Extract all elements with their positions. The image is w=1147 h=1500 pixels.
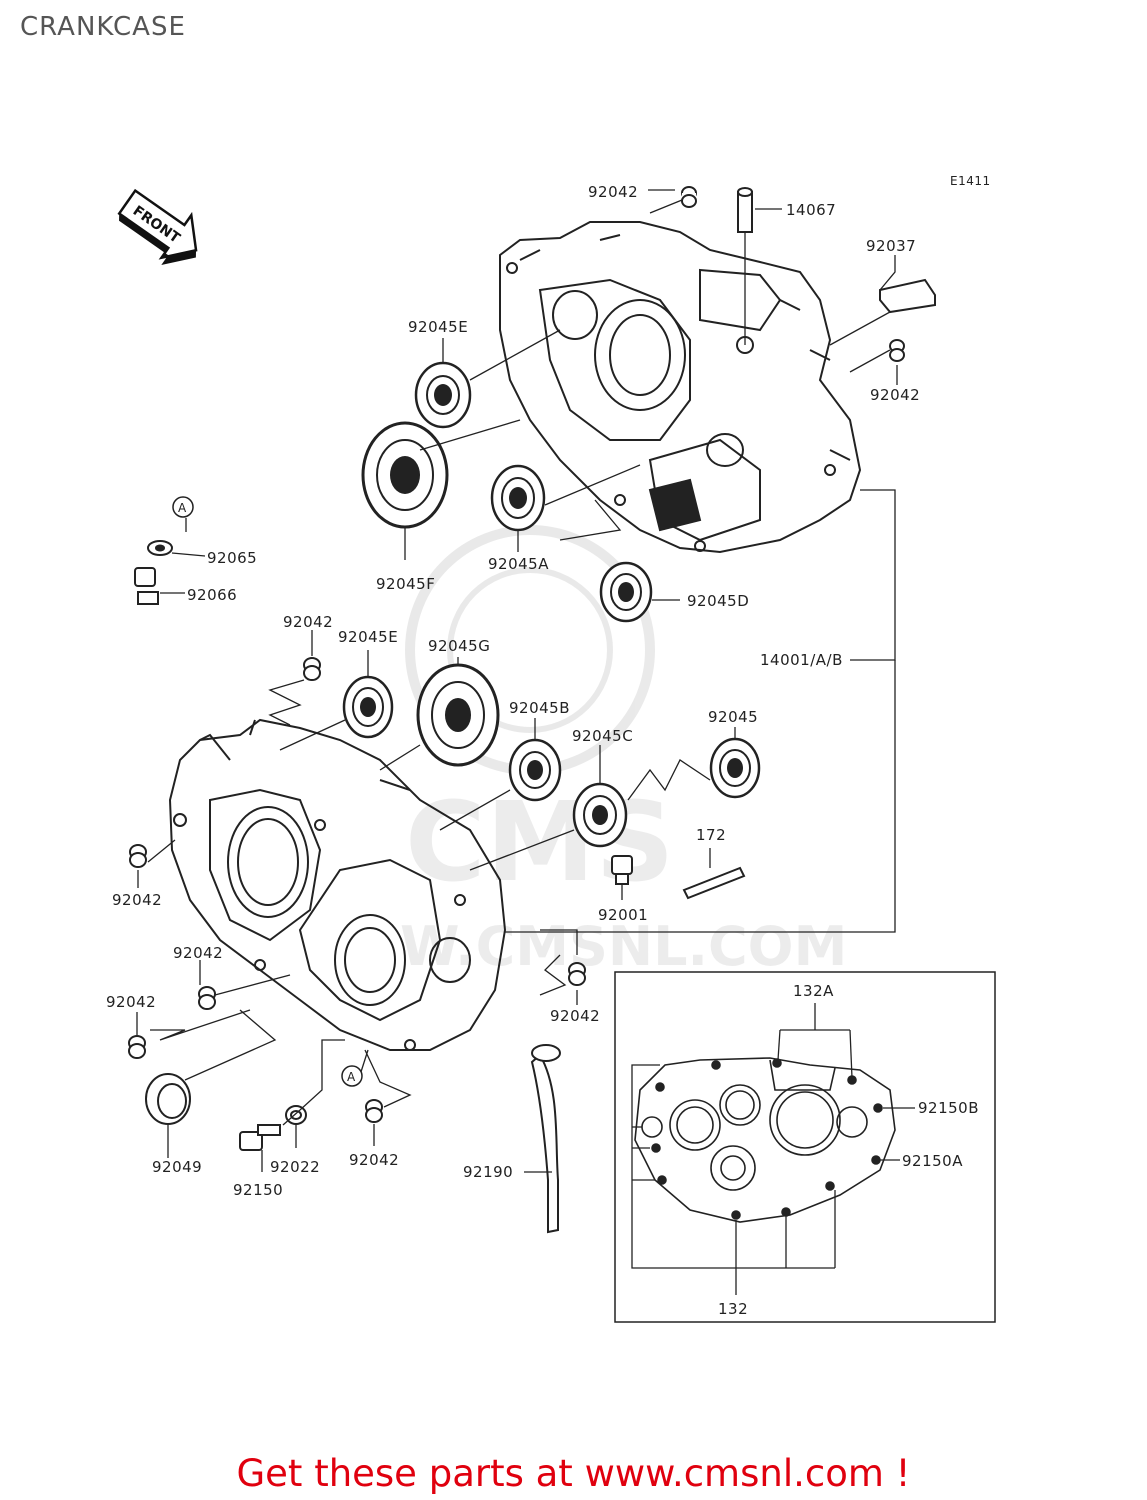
part-label-132A[interactable]: 132A (793, 982, 834, 1000)
right-crankcase-half (499, 221, 862, 554)
bearing-92045E-top (414, 361, 472, 429)
front-arrow-icon: FRONT (117, 188, 198, 265)
part-label-92042-lowmid[interactable]: 92042 (550, 1007, 600, 1025)
part-label-92045D[interactable]: 92045D (687, 592, 749, 610)
diagram-code: E1411 (950, 174, 991, 188)
dowel-pin-92042-right (889, 339, 905, 362)
leader-lines (136, 189, 898, 1173)
marker-a-top-label: A (178, 501, 187, 515)
bearing-92045C (572, 782, 628, 848)
part-label-92001[interactable]: 92001 (598, 906, 648, 924)
part-label-14067[interactable]: 14067 (786, 201, 836, 219)
part-label-92045E-mid[interactable]: 92045E (338, 628, 398, 646)
inset-leader-lines (631, 1003, 915, 1295)
plug-92066 (134, 567, 159, 605)
bearing-92045 (709, 737, 761, 799)
exploded-parts-diagram: CMS W.CMSNL.COM E1411 FRONT (106, 174, 996, 1323)
page-title: CRANKCASE (20, 12, 186, 42)
watermark-logo: CMS W.CMSNL.COM (400, 525, 847, 978)
part-label-92045B[interactable]: 92045B (509, 699, 570, 717)
part-label-92150[interactable]: 92150 (233, 1181, 283, 1199)
part-label-92042-right[interactable]: 92042 (870, 386, 920, 404)
dowel-pin-92042-left (129, 844, 147, 868)
marker-a-bottom-label: A (347, 1070, 356, 1084)
dowel-pin-92042-l3 (128, 1035, 146, 1059)
dowel-pin-92042-l2 (198, 986, 216, 1010)
part-label-92190[interactable]: 92190 (463, 1163, 513, 1181)
bearing-92045E-mid (342, 675, 394, 739)
part-label-92045G[interactable]: 92045G (428, 637, 490, 655)
watermark-url-text: W.CMSNL.COM (400, 915, 847, 978)
dowel-pin-92042-mid (303, 657, 321, 681)
dowel-pin-92042-bottom (365, 1099, 383, 1123)
part-label-14001AB[interactable]: 14001/A/B (760, 651, 843, 669)
oil-seal-92049 (145, 1073, 191, 1125)
part-label-92042-l2[interactable]: 92042 (173, 944, 223, 962)
part-label-92042-left[interactable]: 92042 (112, 891, 162, 909)
dowel-pin-92042-top (681, 186, 697, 208)
stud-172 (682, 866, 746, 900)
part-label-92045A[interactable]: 92045A (488, 555, 549, 573)
part-label-92150B[interactable]: 92150B (918, 1099, 979, 1117)
part-label-92045[interactable]: 92045 (708, 708, 758, 726)
part-label-92022[interactable]: 92022 (270, 1158, 320, 1176)
bearing-92045G (416, 663, 500, 767)
marker-a-top: A (172, 496, 194, 518)
part-label-92066[interactable]: 92066 (187, 586, 237, 604)
part-label-92042-mid[interactable]: 92042 (283, 613, 333, 631)
part-label-92150A[interactable]: 92150A (902, 1152, 963, 1170)
bracket-92037 (879, 278, 936, 314)
part-label-92042-top[interactable]: 92042 (588, 183, 638, 201)
washer-92065 (147, 540, 173, 556)
part-label-132[interactable]: 132 (718, 1300, 748, 1318)
plug-92001 (611, 855, 633, 885)
dowel-pin-92042-lowmid (568, 962, 586, 986)
part-label-92065[interactable]: 92065 (207, 549, 257, 567)
inset-bolt-diagram (614, 971, 996, 1323)
marker-a-bottom: A (341, 1065, 363, 1087)
part-label-92045E-top[interactable]: 92045E (408, 318, 468, 336)
part-label-92042-l3[interactable]: 92042 (106, 993, 156, 1011)
footer-promo-link[interactable]: Get these parts at www.cmsnl.com ! (236, 1452, 911, 1495)
bearing-92045F (361, 421, 449, 529)
bearing-92045D (599, 561, 653, 623)
part-label-92037[interactable]: 92037 (866, 237, 916, 255)
hose-92190 (530, 1044, 561, 1234)
part-label-92049[interactable]: 92049 (152, 1158, 202, 1176)
bearing-92045B (508, 738, 562, 802)
pipe-14067 (737, 187, 753, 233)
part-label-92045C[interactable]: 92045C (572, 727, 633, 745)
bolt-92150 (239, 1124, 281, 1151)
bearing-92045A (490, 464, 546, 532)
oring-92022 (285, 1105, 307, 1125)
part-label-92042-bottom[interactable]: 92042 (349, 1151, 399, 1169)
left-crankcase-half (168, 718, 507, 1051)
part-label-92045F[interactable]: 92045F (376, 575, 435, 593)
part-label-172[interactable]: 172 (696, 826, 726, 844)
